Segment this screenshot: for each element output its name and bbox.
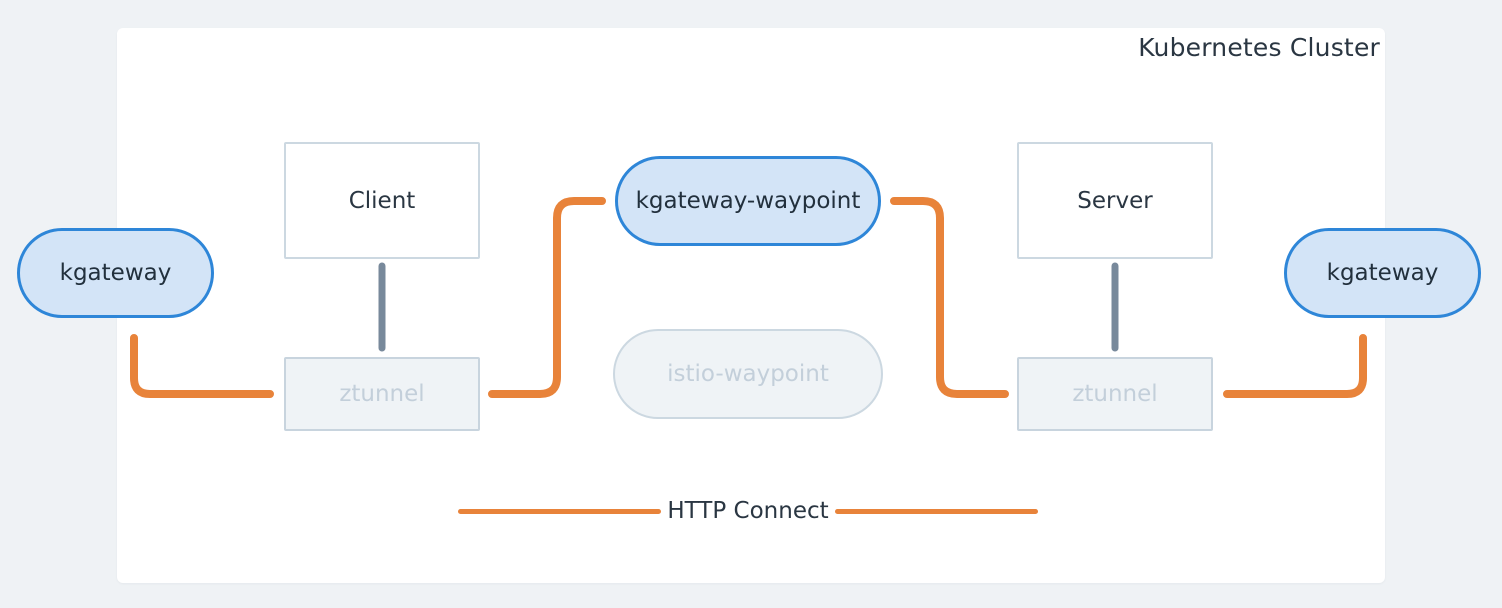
kubernetes-cluster-panel: [117, 28, 1385, 583]
node-istio-waypoint[interactable]: istio-waypoint: [613, 329, 883, 419]
legend-http-connect: HTTP Connect: [458, 492, 1038, 530]
node-ztunnel-right[interactable]: ztunnel: [1017, 357, 1213, 431]
legend-label: HTTP Connect: [667, 498, 829, 524]
node-kgateway-right-label: kgateway: [1326, 260, 1439, 286]
node-istio-waypoint-label: istio-waypoint: [667, 361, 829, 387]
node-ztunnel-left[interactable]: ztunnel: [284, 357, 480, 431]
cluster-title: Kubernetes Cluster: [1138, 33, 1380, 62]
node-server[interactable]: Server: [1017, 142, 1213, 259]
node-kgateway-left[interactable]: kgateway: [17, 228, 214, 318]
node-client-label: Client: [348, 187, 416, 214]
node-kgateway-waypoint[interactable]: kgateway-waypoint: [615, 156, 881, 246]
node-ztunnel-left-label: ztunnel: [339, 381, 425, 407]
legend-line-right: [834, 508, 1038, 514]
node-kgateway-right[interactable]: kgateway: [1284, 228, 1481, 318]
node-kgateway-waypoint-label: kgateway-waypoint: [635, 188, 861, 214]
node-ztunnel-right-label: ztunnel: [1072, 381, 1158, 407]
node-client[interactable]: Client: [284, 142, 480, 259]
node-kgateway-left-label: kgateway: [59, 260, 172, 286]
node-server-label: Server: [1077, 187, 1153, 214]
legend-line-left: [458, 508, 662, 514]
